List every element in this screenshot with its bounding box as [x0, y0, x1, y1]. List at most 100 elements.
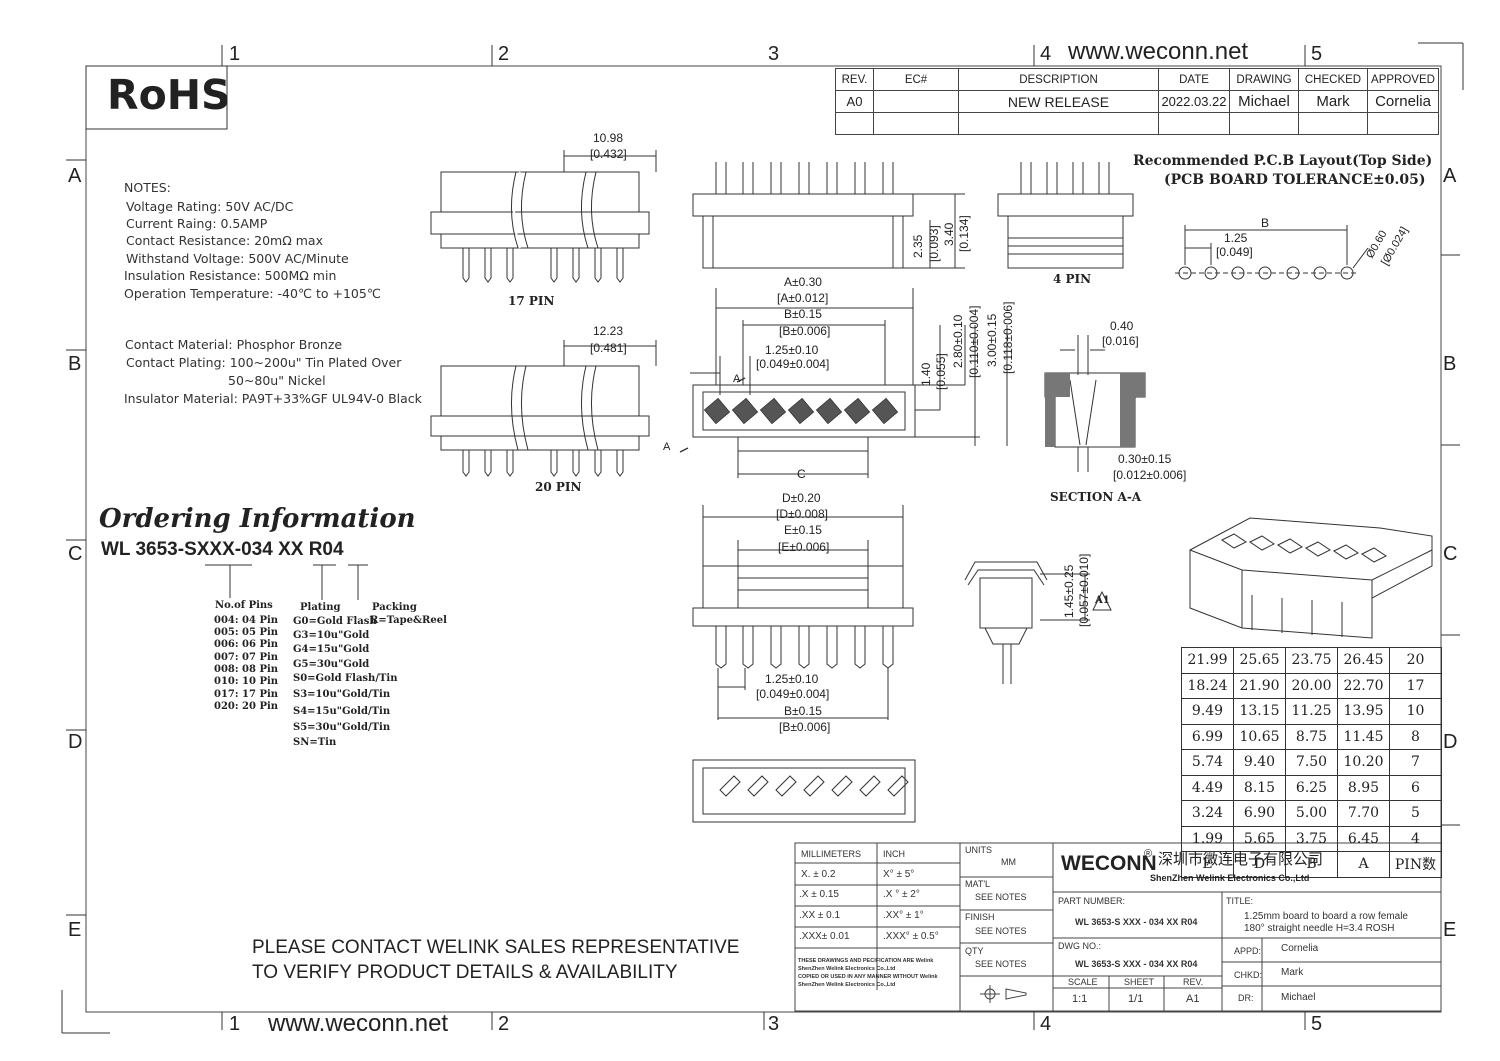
contact-notice: TO VERIFY PRODUCT DETAILS & AVAILABILITY [252, 962, 678, 983]
tb-label: SHEET [1124, 977, 1155, 987]
dim-text: [0.432] [590, 147, 627, 161]
tb-disclaimer: THESE DRAWINGS AND PECIFICATION ARE Weli… [798, 958, 934, 964]
dims-cell: 10 [1389, 698, 1442, 725]
dims-cell: 4 [1389, 825, 1442, 852]
note-line: Contact Resistance: 20mΩ max [126, 233, 323, 248]
plating-heading: Plating [300, 602, 341, 613]
dwg-number: WL 3653-S XXX - 034 XX R04 [1075, 959, 1198, 969]
dims-cell: 18.24 [1181, 672, 1234, 699]
tb-label: REV. [1183, 977, 1204, 987]
view-front-bottom [692, 505, 914, 720]
tb-label: DR: [1238, 993, 1254, 1003]
dim-text: [0.118±0.006] [1001, 301, 1015, 374]
company-name-cn: 深圳市微连电子有限公司 [1158, 851, 1324, 868]
row-label: A [68, 165, 82, 187]
section-mark: A [733, 373, 741, 385]
dims-cell: 20.00 [1285, 672, 1338, 699]
dims-cell: 26.45 [1337, 647, 1390, 674]
label-20pin: 20 PIN [535, 480, 582, 494]
view-top-contacts [679, 288, 1008, 478]
dim-text: 12.23 [593, 324, 624, 338]
dims-cell: 6.45 [1337, 825, 1390, 852]
weconn-logo: WECONN [1061, 852, 1157, 875]
tb-label: CHKD: [1234, 970, 1263, 980]
plating-option: G4=15u"Gold [293, 644, 370, 655]
dim-text: D±0.20 [782, 491, 821, 505]
dims-header: B [1285, 851, 1338, 878]
view-17pin [430, 150, 657, 283]
dims-cell: 17 [1389, 672, 1442, 699]
dims-cell: 8.95 [1337, 774, 1390, 801]
tb-tol: .X ± 0.15 [799, 889, 839, 900]
rev-cell: A0 [835, 90, 874, 113]
dim-text: 3.40 [942, 222, 956, 246]
dim-text: [0.057±0.010] [1077, 553, 1091, 627]
dim-text: E±0.15 [784, 523, 822, 537]
dim-text: 10.98 [593, 131, 624, 145]
dims-cell: 4.49 [1181, 774, 1234, 801]
tb-disclaimer: COPIED OR USED IN ANY MANNER WITHOUT Wel… [798, 974, 938, 980]
site-url-bottom[interactable]: www.weconn.net [268, 1010, 449, 1037]
col-label: 3 [768, 43, 780, 65]
site-url-top[interactable]: www.weconn.net [1068, 38, 1249, 65]
pin-option: 020: 20 Pin [214, 701, 279, 712]
dims-cell: 11.25 [1285, 698, 1338, 725]
note-line: Withstand Voltage: 500V AC/Minute [126, 251, 349, 266]
tb-label: APPD: [1234, 946, 1262, 956]
dims-cell: 8.15 [1233, 774, 1286, 801]
pin-option: 010: 10 Pin [214, 676, 279, 687]
revision-table: REV. EC# DESCRIPTION DATE DRAWING CHECKE… [835, 68, 1439, 135]
view-front-top [692, 162, 965, 269]
row-label: A [1443, 165, 1457, 187]
dims-cell: 23.75 [1285, 647, 1338, 674]
dim-text: 2.35 [911, 234, 925, 258]
plating-option: G3=10u"Gold [293, 630, 370, 641]
dim-text: [0.134] [957, 215, 971, 252]
section-mark: A [663, 441, 671, 453]
dims-cell: 7 [1389, 749, 1442, 776]
tb-disclaimer: ShenZhen Welink Electronics Co.,Ltd [798, 982, 896, 988]
dim-text: C [797, 467, 806, 481]
pin-option: 008: 08 Pin [214, 664, 279, 675]
row-label: C [68, 543, 83, 565]
view-20pin [430, 340, 657, 477]
tb-value: 1/1 [1128, 993, 1144, 1005]
packing-option: R=Tape&Reel [370, 615, 447, 626]
rev-header: DRAWING [1229, 68, 1299, 91]
tb-value: A1 [1186, 993, 1200, 1005]
dim-text: [0.012±0.006] [1113, 468, 1187, 482]
dim-text: 0.30±0.15 [1118, 452, 1172, 466]
dims-cell: 20 [1389, 647, 1442, 674]
plating-option: S3=10u"Gold/Tin [293, 689, 391, 700]
tb-label: SCALE [1068, 977, 1098, 987]
rev-header: DATE [1158, 68, 1230, 91]
revision-a1-marker: A1 [1095, 595, 1110, 606]
tb-label: INCH [883, 849, 905, 859]
ordering-title: Ordering Information [99, 504, 416, 534]
dim-text: 1.25±0.10 [765, 672, 819, 686]
tb-disclaimer: ShenZhen Welink Electronics Co.,Ltd [798, 966, 896, 972]
rev-header: DESCRIPTION [958, 68, 1159, 91]
dims-cell: 8 [1389, 723, 1442, 750]
rev-cell [873, 90, 959, 113]
dims-cell: 8.75 [1285, 723, 1338, 750]
view-terminal [964, 561, 1112, 684]
tb-tol: .XXX± 0.01 [799, 931, 850, 942]
tb-label: TITLE: [1226, 896, 1254, 906]
dims-cell: 5.00 [1285, 800, 1338, 827]
dim-text: [D±0.008] [776, 507, 828, 521]
ordering-leaders [205, 564, 368, 600]
dims-cell: 13.95 [1337, 698, 1390, 725]
dims-cell: 21.99 [1181, 647, 1234, 674]
col-label: 5 [1311, 43, 1323, 65]
col-label: 5 [1311, 1013, 1323, 1035]
rev-header: REV. [835, 68, 874, 91]
drawing-title: 180° straight needle H=3.4 ROSH [1244, 923, 1395, 934]
tb-tol: .X ° ± 2° [883, 889, 920, 900]
tb-label: MAT'L [965, 879, 991, 889]
